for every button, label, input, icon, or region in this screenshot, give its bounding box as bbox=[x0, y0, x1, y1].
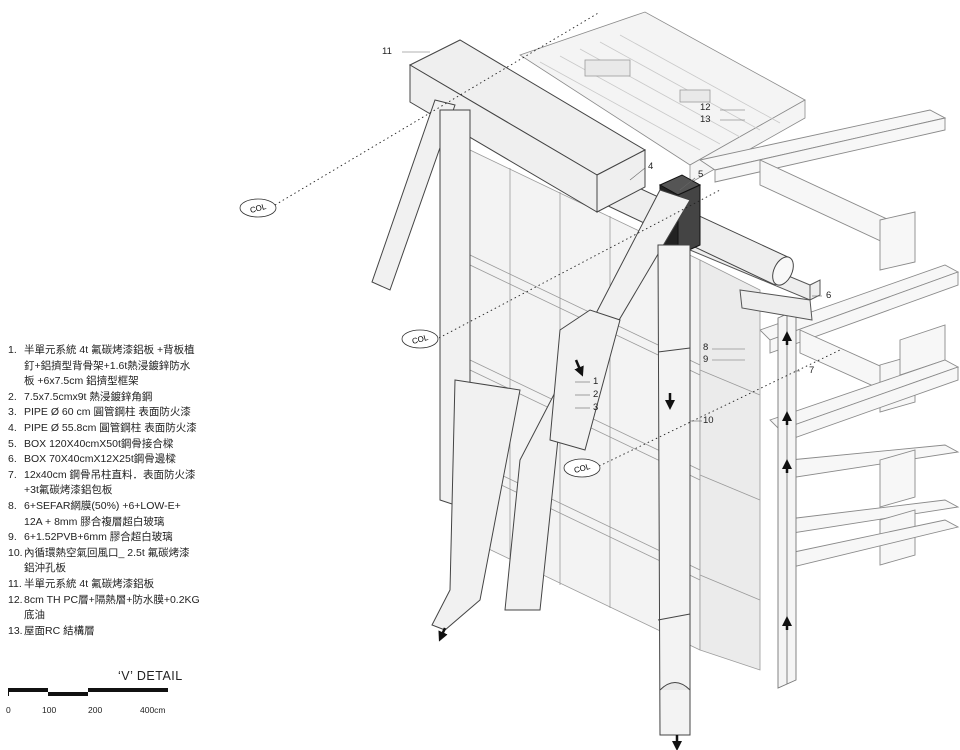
callout-8: 8 bbox=[703, 342, 709, 353]
legend-item: 5. BOX 120X40cmX50t鋼骨接合樑 bbox=[8, 437, 258, 453]
col-tag-3: COL bbox=[563, 458, 601, 478]
legend-item: 2. 7.5x7.5cmx9t 熱浸鍍鋅角鋼 bbox=[8, 390, 258, 406]
legend-text: PIPE Ø 55.8cm 圓管鋼柱 表面防火漆 bbox=[24, 421, 197, 434]
svg-text:COL: COL bbox=[411, 333, 430, 346]
legend-item: 7. 12x40cm 鋼骨吊柱直料．表面防火漆 +3t氟碳烤漆鋁包板 bbox=[8, 468, 258, 499]
legend-text: 6+1.52PVB+6mm 膠合超白玻璃 bbox=[24, 531, 173, 544]
legend-text: 半單元系統 4t 氟碳烤漆鋁板 +背板植 釘+鋁擠型背骨架+1.6t熱浸鍍鋅防水… bbox=[24, 344, 195, 388]
legend-num: 4. bbox=[8, 421, 17, 434]
legend-item: 4. PIPE Ø 55.8cm 圓管鋼柱 表面防火漆 bbox=[8, 421, 258, 437]
legend-text: 8cm TH PC層+隔熱層+防水膜+0.2KG 底油 bbox=[24, 593, 200, 622]
legend-num: 12. bbox=[8, 593, 23, 606]
legend-item: 1. 半單元系統 4t 氟碳烤漆鋁板 +背板植 釘+鋁擠型背骨架+1.6t熱浸鍍鋅… bbox=[8, 343, 258, 390]
callout-2: 2 bbox=[593, 389, 599, 400]
svg-text:COL: COL bbox=[249, 202, 268, 215]
legend-num: 5. bbox=[8, 437, 17, 450]
callout-6: 6 bbox=[826, 290, 832, 301]
col-tag-1: COL bbox=[239, 198, 277, 218]
legend-item: 6. BOX 70X40cmX12X25t鋼骨邊樑 bbox=[8, 452, 258, 468]
col-tag-2: COL bbox=[401, 329, 439, 349]
callout-3: 3 bbox=[593, 402, 599, 413]
load-arrows bbox=[438, 331, 792, 750]
vertical-pipe-column bbox=[657, 244, 691, 736]
svg-text:COL: COL bbox=[573, 462, 592, 475]
v-column-left bbox=[371, 99, 691, 631]
scale-label-400cm: 400cm bbox=[140, 705, 166, 715]
legend-text: 7.5x7.5cmx9t 熱浸鍍鋅角鋼 bbox=[24, 390, 153, 403]
legend-num: 9. bbox=[8, 531, 17, 544]
callout-13: 13 bbox=[700, 114, 711, 125]
legend-text: BOX 70X40cmX12X25t鋼骨邊樑 bbox=[24, 453, 176, 466]
legend-num: 8. bbox=[8, 499, 17, 512]
legend-num: 10. bbox=[8, 546, 23, 559]
callout-1: 1 bbox=[593, 376, 599, 387]
callout-11: 11 bbox=[382, 46, 392, 57]
legend-text: 屋面RC 結構層 bbox=[24, 624, 95, 637]
legend-text: 半單元系統 4t 氟碳烤漆鋁板 bbox=[24, 577, 155, 590]
callout-7: 7 bbox=[809, 365, 815, 376]
legend-num: 6. bbox=[8, 453, 17, 466]
callout-12: 12 bbox=[700, 102, 711, 113]
legend-num: 11. bbox=[8, 577, 22, 590]
scale-label-0: 0 bbox=[6, 705, 11, 715]
legend-item: 3. PIPE Ø 60 cm 圓管鋼柱 表面防火漆 bbox=[8, 405, 258, 421]
callout-4: 4 bbox=[648, 161, 654, 172]
legend-num: 1. bbox=[8, 344, 17, 356]
legend-item: 11.半單元系統 4t 氟碳烤漆鋁板 bbox=[8, 577, 258, 593]
callout-10: 10 bbox=[703, 415, 714, 426]
legend-item: 12.8cm TH PC層+隔熱層+防水膜+0.2KG 底油 bbox=[8, 593, 258, 624]
legend-num: 3. bbox=[8, 406, 17, 419]
scale-label-100: 100 bbox=[42, 705, 57, 715]
leader-lines bbox=[402, 51, 822, 422]
scale-bar bbox=[8, 688, 168, 696]
roof-slab bbox=[519, 11, 806, 184]
hanging-column bbox=[777, 309, 797, 689]
floor-beams bbox=[698, 109, 960, 571]
legend-num: 7. bbox=[8, 468, 17, 481]
scale-label-200: 200 bbox=[88, 705, 103, 715]
legend-text: 內循環熱空氣回風口_ 2.5t 氟碳烤漆 鋁沖孔板 bbox=[24, 546, 190, 575]
col-axis-lines bbox=[274, 11, 841, 469]
callout-5: 5 bbox=[698, 169, 704, 180]
legend-text: BOX 120X40cmX50t鋼骨接合樑 bbox=[24, 437, 174, 450]
drawing-title: ‘V’ DETAIL bbox=[118, 669, 183, 683]
legend-num: 2. bbox=[8, 390, 17, 403]
callout-9: 9 bbox=[703, 354, 709, 365]
legend-text: 6+SEFAR網膜(50%) +6+LOW-E+ 12A + 8mm 膠合複層超… bbox=[24, 499, 181, 528]
legend-text: 12x40cm 鋼骨吊柱直料．表面防火漆 +3t氟碳烤漆鋁包板 bbox=[24, 468, 196, 497]
legend-item: 9. 6+1.52PVB+6mm 膠合超白玻璃 bbox=[8, 530, 258, 546]
legend-list: 1. 半單元系統 4t 氟碳烤漆鋁板 +背板植 釘+鋁擠型背骨架+1.6t熱浸鍍鋅… bbox=[8, 343, 258, 639]
legend-item: 13.屋面RC 結構層 bbox=[8, 624, 258, 640]
legend-num: 13. bbox=[8, 624, 23, 637]
top-box-beam bbox=[408, 39, 647, 213]
legend-text: PIPE Ø 60 cm 圓管鋼柱 表面防火漆 bbox=[24, 406, 191, 419]
legend-item: 10.內循環熱空氣回風口_ 2.5t 氟碳烤漆 鋁沖孔板 bbox=[8, 546, 258, 577]
legend-item: 8. 6+SEFAR網膜(50%) +6+LOW-E+ 12A + 8mm 膠合複… bbox=[8, 499, 258, 530]
